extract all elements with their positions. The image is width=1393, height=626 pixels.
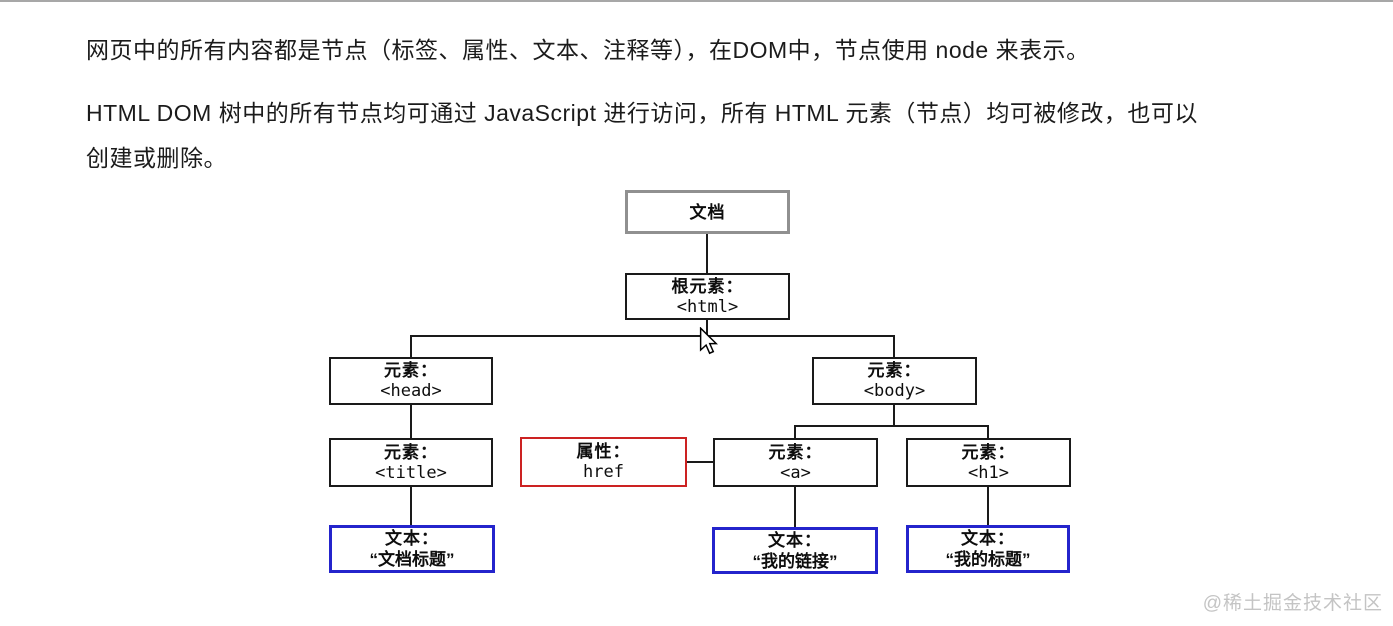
node-root-element-html: 根元素： <html>	[625, 273, 790, 320]
connector-line	[706, 319, 708, 336]
intro-paragraph-2-line2: 创建或删除。	[86, 145, 227, 171]
watermark: @稀土掘金技术社区	[1202, 593, 1383, 614]
connector-line	[893, 404, 895, 426]
connector-line	[794, 487, 796, 527]
node-href-label: 属性：	[576, 442, 631, 461]
node-attribute-href: 属性： href	[520, 437, 687, 487]
intro-paragraph-2: HTML DOM 树中的所有节点均可通过 JavaScript 进行访问，所有 …	[86, 91, 1198, 181]
connector-line	[410, 335, 895, 337]
node-head-tag: <head>	[380, 381, 442, 401]
node-text-link-label: 文本：	[768, 530, 822, 550]
node-body-tag: <body>	[863, 381, 926, 401]
node-text-heading-value: “我的标题”	[945, 550, 1031, 569]
connector-line	[987, 487, 989, 525]
node-text-my-heading: 文本： “我的标题”	[906, 525, 1070, 573]
mouse-cursor-icon	[698, 326, 719, 360]
node-h1-label: 元素：	[961, 442, 1016, 462]
node-text-my-link: 文本： “我的链接”	[712, 527, 878, 574]
connector-line	[410, 404, 412, 438]
connector-line	[410, 487, 412, 525]
node-text-title-value: “文档标题”	[369, 550, 455, 569]
node-element-h1: 元素： <h1>	[906, 438, 1071, 487]
node-text-title-label: 文本：	[385, 529, 439, 548]
node-title-label: 元素：	[384, 442, 438, 462]
node-a-tag: <a>	[780, 462, 811, 483]
node-html-label: 根元素：	[671, 276, 744, 296]
node-document-label: 文档	[689, 202, 726, 222]
node-href-value: href	[583, 462, 624, 482]
connector-line	[687, 461, 713, 463]
node-text-document-title: 文本： “文档标题”	[329, 525, 495, 573]
node-text-link-value: “我的链接”	[752, 551, 838, 571]
node-title-tag: <title>	[375, 462, 447, 483]
connector-line	[893, 335, 895, 357]
node-text-heading-label: 文本：	[961, 529, 1015, 548]
connector-line	[794, 425, 989, 427]
node-element-a: 元素： <a>	[713, 438, 878, 487]
node-body-label: 元素：	[867, 361, 922, 380]
connector-line	[794, 425, 796, 438]
node-element-head: 元素： <head>	[329, 357, 493, 405]
intro-paragraph-1: 网页中的所有内容都是节点（标签、属性、文本、注释等），在DOM中，节点使用 no…	[86, 37, 1090, 63]
node-html-tag: <html>	[676, 296, 739, 317]
node-element-body: 元素： <body>	[812, 357, 977, 405]
connector-line	[987, 425, 989, 438]
node-element-title: 元素： <title>	[329, 438, 493, 487]
node-document: 文档	[625, 190, 790, 234]
node-head-label: 元素：	[384, 361, 438, 380]
node-a-label: 元素：	[768, 442, 823, 462]
connector-line	[410, 335, 412, 357]
connector-line	[706, 233, 708, 273]
node-h1-tag: <h1>	[968, 462, 1009, 483]
intro-paragraph-2-line1: HTML DOM 树中的所有节点均可通过 JavaScript 进行访问，所有 …	[86, 100, 1198, 126]
